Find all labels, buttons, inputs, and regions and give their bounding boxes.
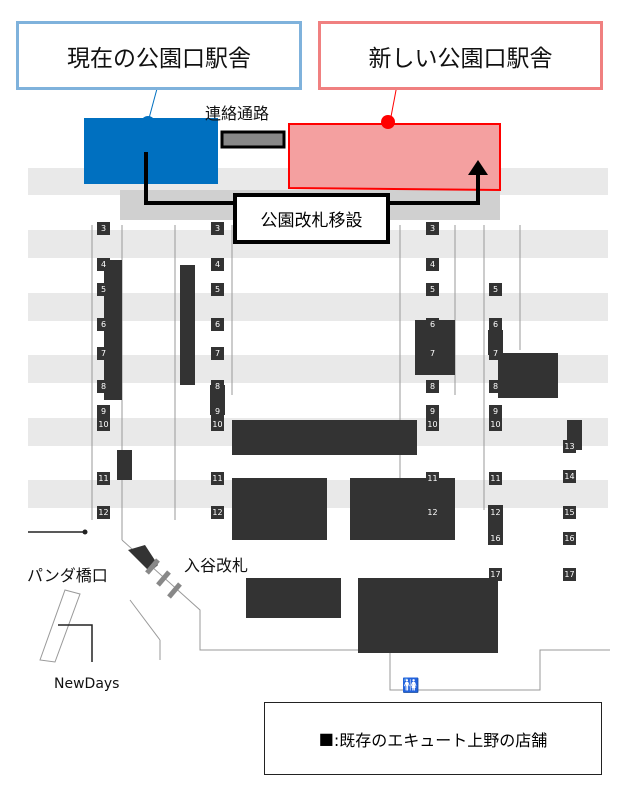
platform-number: 4 (211, 258, 224, 271)
platform-number: 12 (426, 506, 439, 519)
platform-number: 6 (97, 318, 110, 331)
platform-number: 3 (211, 222, 224, 235)
platform-number: 12 (211, 506, 224, 519)
platform-number: 10 (97, 418, 110, 431)
platform-number: 4 (97, 258, 110, 271)
platform-number: 6 (426, 318, 439, 331)
platform-number: 11 (426, 472, 439, 485)
platform-number: 6 (211, 318, 224, 331)
platform-number: 11 (97, 472, 110, 485)
arrow-head-icon (468, 160, 488, 175)
platform-number: 5 (489, 283, 502, 296)
platform-number: 8 (211, 380, 224, 393)
platform-number: 8 (97, 380, 110, 393)
connecting-passage (220, 130, 286, 149)
platform-number: 12 (97, 506, 110, 519)
platform-number: 8 (489, 380, 502, 393)
platform-number: 5 (211, 283, 224, 296)
new-marker (381, 115, 395, 129)
platform-number: 10 (211, 418, 224, 431)
platform-number: 16 (489, 532, 502, 545)
platform-number: 14 (563, 470, 576, 483)
gate-relocation-label: 公園改札移設 (233, 193, 390, 244)
newdays-label: NewDays (54, 676, 120, 692)
svg-text:🚻: 🚻 (402, 677, 419, 694)
platform-number: 7 (211, 347, 224, 360)
platform-number: 3 (97, 222, 110, 235)
platform-number: 4 (426, 258, 439, 271)
platform-number: 8 (426, 380, 439, 393)
panda-bridge-label: パンダ橋口 (27, 566, 108, 585)
platform-number: 9 (97, 405, 110, 418)
platform-number: 17 (563, 568, 576, 581)
platform-number: 17 (489, 568, 502, 581)
current-marker (141, 116, 155, 130)
platform-number: 10 (426, 418, 439, 431)
platform-number: 7 (489, 347, 502, 360)
platform-number: 11 (489, 472, 502, 485)
ticket-gates (145, 558, 182, 599)
platform-number: 12 (489, 506, 502, 519)
platform-number: 13 (563, 440, 576, 453)
toilet-icon: 🚻 (402, 677, 419, 694)
legend-text: :既存のエキュート上野の店舗 (333, 730, 548, 750)
platform-number: 7 (97, 347, 110, 360)
connecting-passage-label: 連絡通路 (205, 104, 270, 123)
platform-number: 9 (426, 405, 439, 418)
store-marker: ■ (318, 729, 334, 748)
relocation-arrow (144, 152, 480, 205)
platform-number: 6 (489, 318, 502, 331)
platform-number: 3 (426, 222, 439, 235)
iriya-gate-label: 入谷改札 (184, 556, 249, 575)
legend: ■ :既存のエキュート上野の店舗 (264, 702, 602, 775)
new-station-callout: 新しい公園口駅舎 (318, 21, 603, 90)
platform-number: 7 (426, 347, 439, 360)
platform-number: 10 (489, 418, 502, 431)
newdays-pointer (58, 624, 93, 662)
current-callout-line (147, 84, 159, 123)
platform-number: 9 (211, 405, 224, 418)
platform-number: 15 (563, 506, 576, 519)
platform-number: 16 (563, 532, 576, 545)
platform-number: 5 (97, 283, 110, 296)
new-station-area (288, 123, 501, 192)
platform-number: 11 (211, 472, 224, 485)
platform-number: 9 (489, 405, 502, 418)
platform-number: 5 (426, 283, 439, 296)
current-station-callout: 現在の公園口駅舎 (16, 21, 302, 90)
